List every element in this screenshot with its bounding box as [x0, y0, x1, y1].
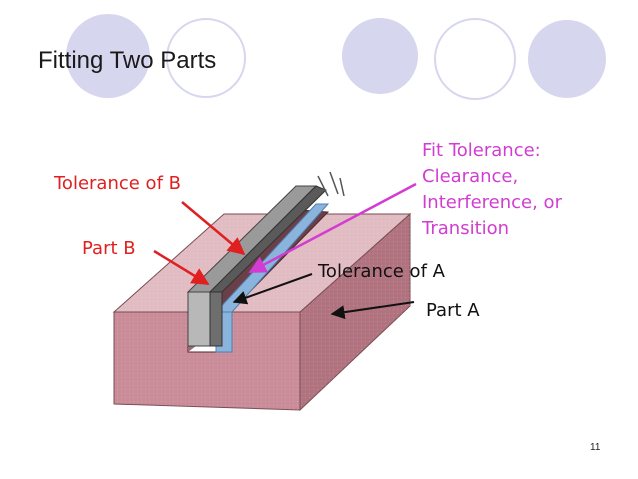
part-b-arrow [153, 249, 210, 286]
decorative-circle [66, 14, 150, 98]
break-line [329, 171, 339, 195]
fit-tolerance-line: Fit Tolerance: [422, 140, 541, 161]
decorative-ring [166, 18, 246, 98]
page-number: 11 [590, 442, 601, 453]
part-a-arrow [330, 301, 415, 320]
part-b-front-face [187, 291, 211, 347]
tolerance-a-arrow [232, 273, 313, 305]
decorative-circle [528, 20, 606, 98]
fit-tolerance-line: Interference, or [422, 192, 562, 213]
decorative-ring [434, 18, 516, 100]
fit-tolerance-line: Transition [422, 218, 510, 239]
tolerance-a-label: Tolerance of A [318, 261, 445, 282]
fit-tolerance-label: Fit Tolerance: Clearance, Interference, … [422, 138, 562, 242]
decorative-circle [342, 18, 418, 94]
break-line [339, 177, 345, 197]
slide-title: Fitting Two Parts [38, 47, 217, 74]
fit-tolerance-line: Clearance, [422, 166, 519, 187]
part-a-label: Part A [426, 300, 480, 321]
part-b-label: Part B [82, 238, 136, 259]
break-line [317, 175, 329, 197]
tolerance-b-label: Tolerance of B [54, 173, 181, 194]
tolerance-b-arrow [181, 201, 246, 256]
fit-tolerance-arrow [248, 182, 417, 274]
